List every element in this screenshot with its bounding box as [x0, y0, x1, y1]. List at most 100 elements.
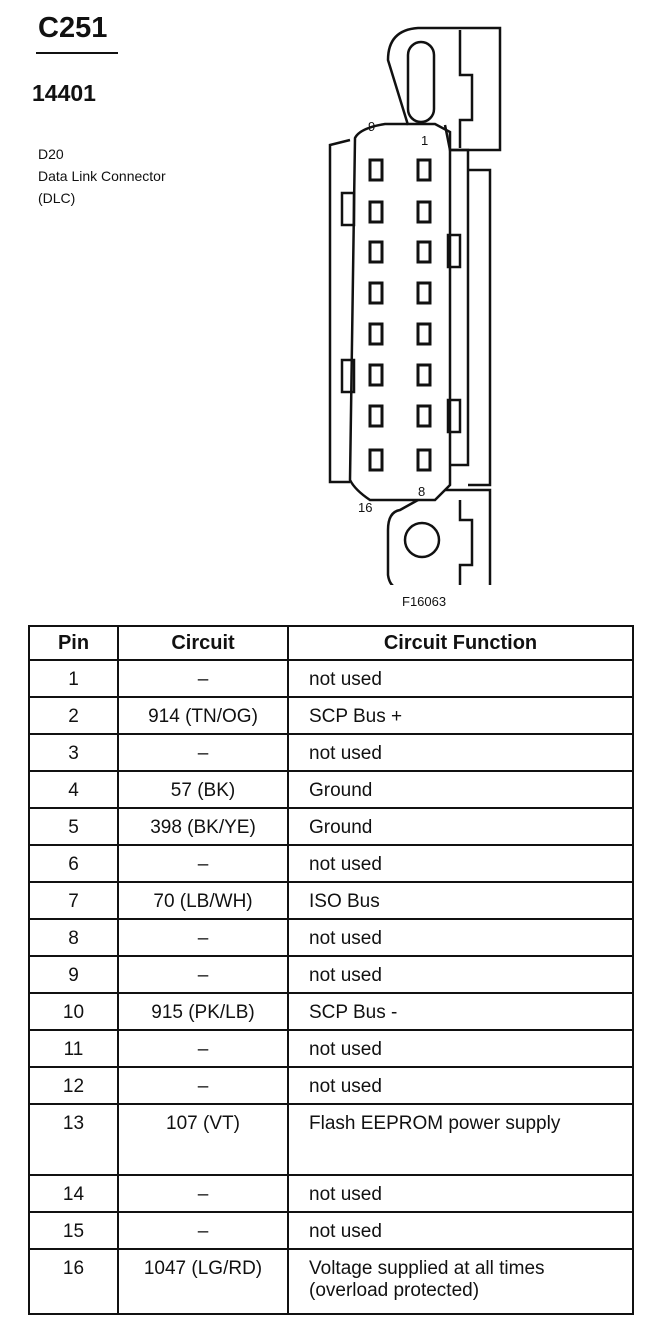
circuit-cell: 107 (VT) — [117, 1103, 289, 1176]
connector-body — [348, 122, 452, 502]
pin-cell: 10 — [28, 992, 119, 1031]
circuit-function-text: not used — [309, 669, 382, 690]
pin-cavity — [416, 200, 432, 224]
circuit-cell: 57 (BK) — [117, 770, 289, 809]
latch-slot — [406, 40, 436, 124]
pin-cavity — [416, 448, 432, 472]
table-row: 12–not used — [28, 1066, 634, 1105]
circuit-function-cell: not used — [287, 918, 634, 957]
circuit-function-cell: Ground — [287, 807, 634, 846]
circuit-function-cell: ISO Bus — [287, 881, 634, 920]
table-row: 3–not used — [28, 733, 634, 772]
circuit-function-text: SCP Bus + — [309, 706, 403, 727]
pin-cavity — [416, 281, 432, 305]
circuit-function-cell: not used — [287, 659, 634, 698]
pin-cell: 13 — [28, 1103, 119, 1176]
pin-cell: 15 — [28, 1211, 119, 1250]
circuit-function-text: not used — [309, 965, 382, 986]
top-latch — [386, 26, 502, 152]
pin-cell: 3 — [28, 733, 119, 772]
pin-cavity — [368, 448, 384, 472]
pin-cavity — [416, 240, 432, 264]
pin-cell: 12 — [28, 1066, 119, 1105]
connector-description: D20 Data Link Connector (DLC) — [38, 143, 166, 209]
pin-cell: 7 — [28, 881, 119, 920]
pin-cavity — [416, 158, 432, 182]
circuit-function-text: not used — [309, 1039, 382, 1060]
pin-label-8: 8 — [418, 484, 425, 499]
description-line: Data Link Connector — [38, 168, 166, 184]
circuit-cell: – — [117, 1211, 289, 1250]
pin-cell: 16 — [28, 1248, 119, 1315]
circuit-function-cell: Voltage supplied at all times(overload p… — [287, 1248, 634, 1315]
outer-shell — [328, 138, 351, 484]
circuit-function-cell: not used — [287, 1211, 634, 1250]
bottom-latch — [445, 488, 492, 585]
connector-diagram: 9 1 16 8 — [328, 26, 502, 585]
circuit-function-cell: not used — [287, 1174, 634, 1213]
circuit-function-text: Ground — [309, 817, 373, 838]
circuit-cell: – — [117, 1029, 289, 1068]
header-pin: Pin — [28, 625, 119, 661]
pin-cavity — [368, 200, 384, 224]
circuit-cell: – — [117, 955, 289, 994]
pin-cavity — [368, 240, 384, 264]
table-row: 11–not used — [28, 1029, 634, 1068]
circuit-function-text: Voltage supplied at all times — [309, 1258, 545, 1279]
circuit-function-cell: Ground — [287, 770, 634, 809]
table-row: 14–not used — [28, 1174, 634, 1213]
circuit-function-text: Flash EEPROM power supply — [309, 1113, 561, 1134]
circuit-function-text: not used — [309, 928, 382, 949]
table-row: 8–not used — [28, 918, 634, 957]
table-row: 1–not used — [28, 659, 634, 698]
circuit-function-text: not used — [309, 1184, 382, 1205]
description-line: (DLC) — [38, 190, 76, 206]
table-row: 15–not used — [28, 1211, 634, 1250]
pin-cavity — [416, 363, 432, 387]
mounting-hole — [403, 521, 441, 559]
circuit-function-cell: Flash EEPROM power supply — [287, 1103, 634, 1176]
table-row: 6–not used — [28, 844, 634, 883]
circuit-cell: 398 (BK/YE) — [117, 807, 289, 846]
connector-id-underline — [36, 52, 118, 54]
circuit-cell: 70 (LB/WH) — [117, 881, 289, 920]
pin-cell: 14 — [28, 1174, 119, 1213]
pin-cell: 5 — [28, 807, 119, 846]
circuit-cell: – — [117, 733, 289, 772]
header-circuit-function: Circuit Function — [287, 625, 634, 661]
circuit-function-cell: not used — [287, 1066, 634, 1105]
pin-cavity — [368, 404, 384, 428]
circuit-cell: 914 (TN/OG) — [117, 696, 289, 735]
header-circuit: Circuit — [117, 625, 289, 661]
circuit-function-text: not used — [309, 1221, 382, 1242]
pin-cell: 2 — [28, 696, 119, 735]
circuit-function-text: ISO Bus — [309, 891, 380, 912]
circuit-function-cell: not used — [287, 955, 634, 994]
pin-cell: 4 — [28, 770, 119, 809]
circuit-cell: – — [117, 1174, 289, 1213]
pin-cell: 8 — [28, 918, 119, 957]
circuit-function-cell: not used — [287, 733, 634, 772]
circuit-cell: – — [117, 844, 289, 883]
circuit-function-cell: not used — [287, 1029, 634, 1068]
pin-cavity — [368, 281, 384, 305]
circuit-cell: – — [117, 659, 289, 698]
part-number: 14401 — [32, 80, 96, 106]
figure-id: F16063 — [402, 594, 447, 609]
description-line: D20 — [38, 146, 64, 162]
pin-cavity — [368, 363, 384, 387]
circuit-cell: 1047 (LG/RD) — [117, 1248, 289, 1315]
pin-cell: 1 — [28, 659, 119, 698]
pin-label-16: 16 — [358, 500, 372, 515]
circuit-function-text: not used — [309, 854, 382, 875]
circuit-function-cell: not used — [287, 844, 634, 883]
pin-cavity — [368, 322, 384, 346]
pin-cell: 11 — [28, 1029, 119, 1068]
